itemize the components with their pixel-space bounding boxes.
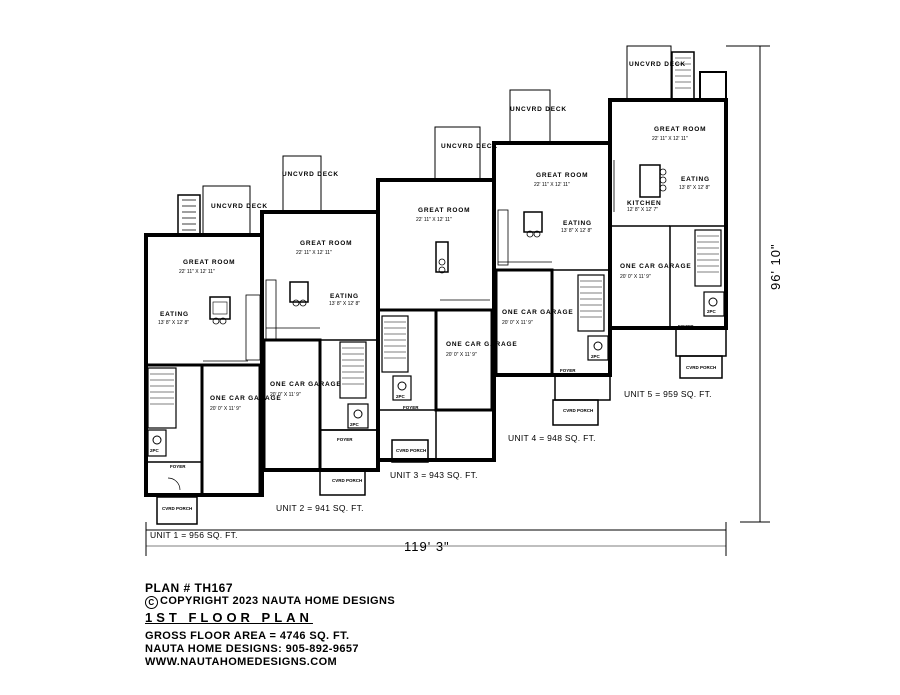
unit-1-walls	[144, 185, 264, 525]
unit-2-great-room-label: GREAT ROOM	[300, 240, 352, 247]
unit-3-deck-label: UNCVRD DECK	[441, 143, 498, 150]
unit-5-eating-dims: 13' 8" X 12' 8"	[679, 185, 710, 191]
unit-5-kitchen-dims: 12' 8" X 12' 7"	[627, 207, 658, 213]
unit-2-porch-label: CVRD PORCH	[332, 478, 362, 483]
unit-2-foyer-label: FOYER	[337, 437, 353, 442]
overall-depth-dimension-line	[726, 45, 770, 523]
unit-1-eating-dims: 13' 8" X 12' 8"	[158, 320, 189, 326]
unit-5-garage-dims: 20' 0" X 11' 9"	[620, 274, 651, 280]
unit-1-garage-dims: 20' 0" X 11' 9"	[210, 406, 241, 412]
unit-5-great-room-label: GREAT ROOM	[654, 126, 706, 133]
unit-5-kitchen-label: KITCHEN	[627, 200, 662, 207]
floor-plan-drawing: GREAT ROOM 22' 11" X 12' 11" EATING 13' …	[144, 45, 783, 556]
copyright-icon: C	[145, 596, 158, 609]
overall-width-label: 119' 3"	[404, 539, 450, 554]
unit-5-foyer-label: FOYER	[678, 324, 694, 329]
overall-width-dimension-line	[145, 522, 727, 556]
copyright-text: COPYRIGHT 2023 NAUTA HOME DESIGNS	[160, 595, 396, 607]
unit-4-area-label: UNIT 4 = 948 SQ. FT.	[508, 433, 596, 443]
unit-4-garage-dims: 20' 0" X 11' 9"	[502, 320, 533, 326]
unit-1-2pc-label: 2PC	[150, 448, 160, 453]
unit-3-area-label: UNIT 3 = 943 SQ. FT.	[390, 470, 478, 480]
unit-3-foyer-label: FOYER	[403, 405, 419, 410]
unit-3-garage-dims: 20' 0" X 11' 9"	[446, 352, 477, 358]
floor-title: 1ST FLOOR PLAN	[145, 610, 313, 625]
unit-2-eating-dims: 13' 8" X 12' 8"	[329, 301, 360, 307]
unit-2-2pc-label: 2PC	[350, 422, 360, 427]
unit-5-area-label: UNIT 5 = 959 SQ. FT.	[624, 389, 712, 399]
unit-2-great-room-dims: 22' 11" X 12' 11"	[296, 250, 332, 256]
unit-1-deck-label: UNCVRD DECK	[211, 203, 268, 210]
unit-1-great-room-dims: 22' 11" X 12' 11"	[179, 269, 215, 275]
plan-number: PLAN # TH167	[145, 581, 234, 595]
unit-4-walls	[492, 89, 612, 426]
unit-3-porch-label: CVRD PORCH	[396, 448, 426, 453]
unit-1-porch-label: CVRD PORCH	[162, 506, 192, 511]
unit-4-eating-label: EATING	[563, 220, 592, 227]
unit-4-great-room-dims: 22' 11" X 12' 11"	[534, 182, 570, 188]
unit-1-foyer-label: FOYER	[170, 464, 186, 469]
unit-3-2pc-label: 2PC	[396, 394, 406, 399]
unit-1-great-room-label: GREAT ROOM	[183, 259, 235, 266]
unit-4-great-room-label: GREAT ROOM	[536, 172, 588, 179]
unit-4-eating-dims: 13' 8" X 12' 8"	[561, 228, 592, 234]
unit-5-garage-label: ONE CAR GARAGE	[620, 263, 692, 270]
unit-2-deck-label: UNCVRD DECK	[282, 171, 339, 178]
unit-1-area-label: UNIT 1 = 956 SQ. FT.	[150, 530, 238, 540]
unit-3-garage-label: ONE CAR GARAGE	[446, 341, 518, 348]
unit-5-eating-label: EATING	[681, 176, 710, 183]
unit-4-porch-label: CVRD PORCH	[563, 408, 593, 413]
unit-4-garage-label: ONE CAR GARAGE	[502, 309, 574, 316]
unit-2-eating-label: EATING	[330, 293, 359, 300]
unit-1-garage-label: ONE CAR GARAGE	[210, 395, 282, 402]
overall-depth-label: 96' 10"	[768, 243, 783, 290]
gross-floor-area: GROSS FLOOR AREA = 4746 SQ. FT.	[145, 630, 350, 642]
unit-2-walls	[260, 155, 380, 496]
unit-2-garage-label: ONE CAR GARAGE	[270, 381, 342, 388]
unit-2-garage-dims: 20' 0" X 11' 9"	[270, 392, 301, 398]
designer-website: WWW.NAUTAHOMEDESIGNS.COM	[145, 656, 338, 668]
unit-5-walls	[608, 45, 728, 379]
unit-5-great-room-dims: 22' 11" X 12' 11"	[652, 136, 688, 142]
unit-4-foyer-label: FOYER	[560, 368, 576, 373]
unit-4-deck-label: UNCVRD DECK	[510, 106, 567, 113]
unit-3-great-room-dims: 22' 11" X 12' 11"	[416, 217, 452, 223]
unit-5-2pc-label: 2PC	[707, 309, 717, 314]
unit-3-great-room-label: GREAT ROOM	[418, 207, 470, 214]
designer-phone: NAUTA HOME DESIGNS: 905-892-9657	[145, 643, 359, 655]
unit-4-2pc-label: 2PC	[591, 354, 601, 359]
unit-3-walls	[376, 126, 496, 463]
unit-5-deck-label: UNCVRD DECK	[629, 61, 686, 68]
unit-5-porch-label: CVRD PORCH	[686, 365, 716, 370]
unit-1-eating-label: EATING	[160, 311, 189, 318]
unit-2-area-label: UNIT 2 = 941 SQ. FT.	[276, 503, 364, 513]
